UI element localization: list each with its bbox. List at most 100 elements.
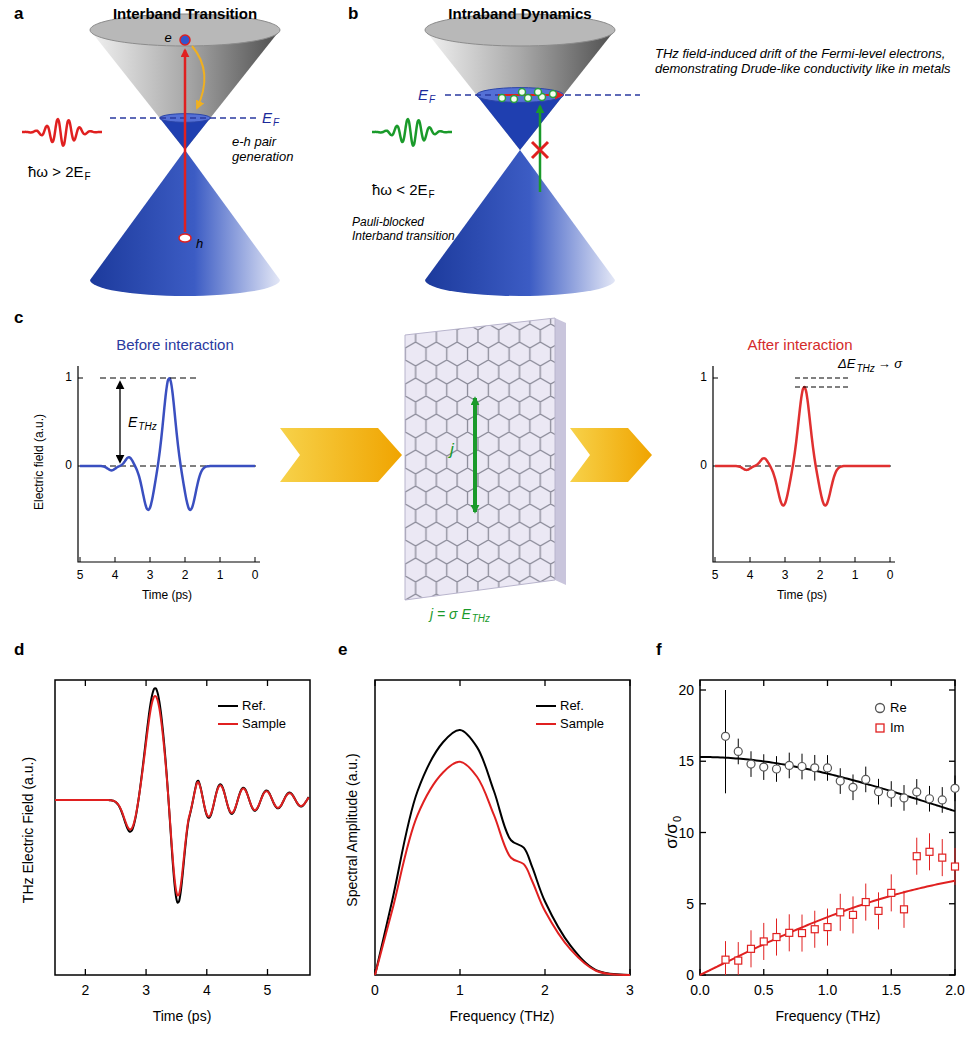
im-point (824, 924, 831, 931)
drude-fit-re (700, 757, 955, 811)
im-point (939, 854, 946, 861)
axis-tick (949, 832, 955, 833)
axis-tick (80, 557, 81, 562)
axis-tick (459, 680, 460, 686)
axis-tick (459, 969, 460, 975)
figure-label: After interaction (747, 336, 852, 353)
figure-label: 5 (264, 982, 272, 998)
figure-label: 1.5 (882, 982, 901, 998)
axis-tick (713, 378, 718, 379)
re-point (849, 783, 857, 791)
figure-label: 20 (678, 682, 694, 698)
peak-level-line (795, 387, 850, 388)
figure-label: 5 (712, 569, 719, 583)
pulse-plot (713, 366, 895, 562)
waveform-curve (55, 688, 309, 903)
fermi-electron (550, 91, 557, 98)
axis-tick (629, 680, 630, 686)
figure-label: 0.0 (690, 982, 709, 998)
legend-sample (536, 723, 556, 725)
re-point (875, 788, 883, 796)
axis-tick (855, 557, 856, 562)
axis-tick (145, 680, 146, 686)
legend-text: Ref. (560, 699, 584, 714)
figure-label: b (348, 4, 358, 24)
figure-label: f (656, 640, 662, 660)
figure-label: 3 (142, 982, 150, 998)
im-point (799, 930, 806, 937)
axis-line (78, 366, 260, 562)
axis-tick (267, 680, 268, 686)
figure-label: e-h pair generation (232, 135, 317, 165)
axis-tick (220, 557, 221, 562)
axis-tick (890, 557, 891, 562)
figure-label: 2.0 (945, 982, 964, 998)
incoming-beam (280, 428, 402, 482)
figure-label: Time (ps) (153, 1008, 212, 1024)
legend-text: Sample (560, 717, 604, 732)
im-point (837, 909, 844, 916)
figure-label: 1.0 (818, 982, 837, 998)
figure-label: 15 (678, 753, 694, 769)
fermi-electron (499, 95, 506, 102)
legend-text: Sample (242, 717, 286, 732)
re-point (900, 794, 908, 802)
axis-tick (267, 969, 268, 975)
figure-label: 1 (852, 569, 859, 583)
subscript: THz (472, 613, 490, 625)
graphene-sheet (405, 318, 555, 600)
figure-label: Intraband Dynamics (448, 5, 591, 22)
figure-label: 10 (678, 824, 694, 840)
figure-label: 4 (203, 982, 211, 998)
im-point (748, 945, 755, 952)
plot-box (375, 680, 630, 975)
axis-tick (750, 557, 751, 562)
axis-tick (954, 680, 955, 686)
legend-sample (218, 705, 238, 707)
peak-level-line (795, 378, 850, 379)
im-point (735, 957, 742, 964)
interband-arrow (184, 50, 187, 232)
axis-tick (700, 832, 706, 833)
plot-box (700, 680, 955, 975)
figure-label: 3 (782, 569, 789, 583)
re-point (734, 747, 742, 755)
pulse-plot (78, 366, 260, 562)
axis-tick (891, 969, 892, 975)
legend-sample (218, 723, 238, 725)
im-point (926, 848, 933, 855)
fermi-electron (535, 89, 542, 96)
drude-fit-im (700, 881, 955, 975)
figure-label: Time (ps) (777, 589, 827, 603)
subscript: F (429, 94, 435, 106)
legend-text: Re (890, 701, 907, 716)
figure-label: Time (ps) (142, 589, 192, 603)
subscript: THz (138, 421, 156, 433)
figure-label: ħω < 2E (372, 181, 428, 198)
fermi-electron (519, 89, 526, 96)
re-point (926, 795, 934, 803)
axis-tick (820, 557, 821, 562)
axis-tick (949, 761, 955, 762)
figure-label: E (262, 109, 272, 126)
figure-label: 0 (252, 569, 259, 583)
relaxation-arrow (192, 46, 204, 108)
im-point (875, 907, 882, 914)
im-point (913, 853, 920, 860)
dirac-cone (425, 14, 615, 296)
figure-label: j = σ E (430, 606, 471, 622)
legend-sample (536, 705, 556, 707)
re-point (824, 764, 832, 772)
axis-tick (115, 557, 116, 562)
figure-label: 1 (217, 569, 224, 583)
re-point (722, 732, 730, 740)
legend-sample (876, 704, 885, 713)
error-bar (725, 690, 726, 793)
subscript: 0 (671, 816, 684, 822)
figure-label: 3 (626, 982, 634, 998)
figure-label: h (196, 237, 203, 252)
re-point (747, 760, 755, 768)
figure-label: e (164, 31, 171, 46)
figure-label: ΔE (838, 357, 855, 372)
spectrum-curve (375, 730, 630, 975)
